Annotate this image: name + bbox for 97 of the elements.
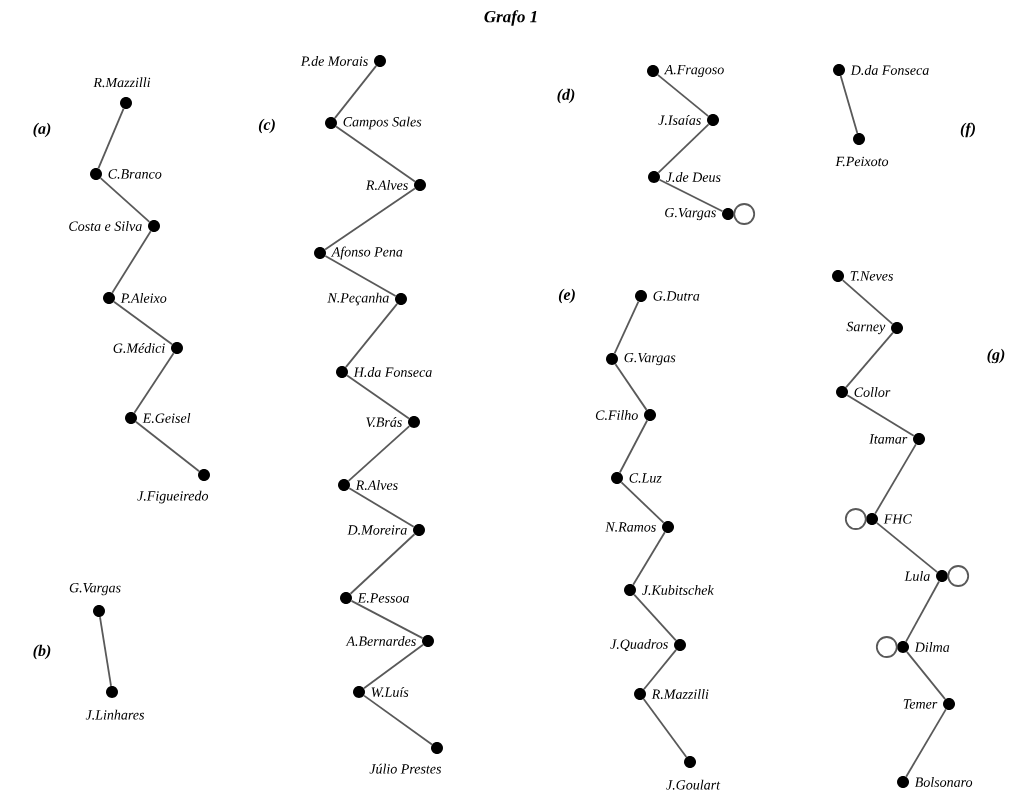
graph-edge [99, 177, 151, 223]
graph-edge [656, 74, 710, 117]
vertex-label: V.Brás [366, 417, 402, 427]
graph-edge [846, 394, 915, 437]
vertex-label: G.Vargas [69, 583, 121, 596]
graph-edge [614, 363, 648, 411]
vertex-label: Itamar [869, 434, 908, 444]
vertex-label: P.Aleixo [120, 293, 167, 303]
graph-edge [620, 481, 665, 524]
vertex-label: H.da Fonseca [353, 367, 432, 377]
graph-edge [99, 616, 112, 687]
vertex-label: J.Isaías [658, 115, 701, 125]
graph-edge [905, 580, 940, 643]
vertex-label: Sarney [846, 321, 886, 335]
vertex-label: Campos Sales [343, 116, 422, 130]
vertex-label: Costa e Silva [69, 221, 142, 231]
vertex-label: G.Vargas [624, 352, 676, 366]
vertex-label: G.Dutra [653, 291, 700, 301]
vertex-label: Collor [854, 387, 891, 397]
panel-label: (g) [987, 348, 1005, 364]
graph-edge [133, 352, 175, 414]
graph-edge [363, 694, 433, 746]
panel-label: (b) [33, 644, 51, 660]
vertex-label: R.Alves [365, 180, 408, 190]
vertex-label: T.Neves [850, 271, 893, 281]
graph-edge [113, 300, 173, 346]
graph-edge [324, 187, 416, 251]
graph-edge [349, 533, 416, 595]
vertex-label: F.Peixoto [835, 156, 889, 167]
vertex-label: J.Linhares [85, 709, 145, 720]
vertex-label: R.Mazzilli [651, 689, 709, 699]
vertex-label: E.Pessoa [357, 593, 409, 603]
panel-label: (f) [960, 122, 975, 138]
vertex-label: P.de Morais [300, 56, 368, 66]
panel-label: (a) [33, 122, 51, 138]
vertex-label: J.Figueiredo [137, 490, 209, 504]
vertex-label: Bolsonaro [914, 777, 973, 787]
vertex-label: G.Médici [113, 343, 165, 353]
vertex-label: N.Ramos [605, 522, 656, 532]
vertex-label: Dilma [914, 642, 950, 652]
graph-edge [658, 178, 724, 213]
vertex-label: Lula [904, 571, 930, 581]
vertex-label: J.Kubitschek [641, 585, 714, 595]
vertex-label: C.Filho [595, 410, 638, 420]
vertex-label: W.Luís [371, 687, 409, 697]
graph-edge [633, 593, 677, 642]
vertex-label: R.Mazzilli [93, 77, 151, 88]
graph-edge [111, 230, 152, 294]
graph-edge [346, 374, 410, 420]
title: Grafo 1 [484, 10, 537, 26]
graph-edge [350, 600, 424, 640]
graph-edge [642, 698, 688, 758]
graph-edge [874, 443, 917, 515]
vertex-label: J.Quadros [610, 639, 668, 651]
graph-edge [643, 648, 677, 691]
graph-edge [839, 75, 859, 134]
graph-edge [841, 279, 894, 325]
graph-edge [324, 255, 397, 297]
vertex-label: FHC [883, 514, 912, 524]
graph-edge [135, 420, 200, 473]
graph-edge [619, 419, 649, 474]
panel-label: (d) [557, 88, 575, 104]
graph-edge [733, 203, 756, 225]
graph-edge [657, 123, 710, 174]
vertex-label: N.Peçanha [327, 292, 389, 306]
graph-edge [905, 708, 947, 778]
graph-edge [345, 302, 398, 369]
graph-edge [613, 300, 640, 355]
graph-edge [333, 64, 378, 120]
graph-edge [845, 331, 894, 389]
vertex-label: C.Branco [108, 169, 162, 179]
graph-edge [348, 487, 415, 528]
graph-edge [97, 107, 125, 170]
graph-edge [363, 643, 424, 690]
vertex-label: J.de Deus [665, 172, 721, 182]
graph-edge [875, 636, 898, 658]
vertex-label: D.Moreira [347, 525, 407, 535]
vertex-label: G.Vargas [665, 207, 716, 221]
graph-edge [844, 508, 867, 530]
vertex-label: J.Goulart [666, 779, 721, 790]
vertex-label: R.Alves [355, 480, 398, 490]
graph-edge [906, 650, 946, 701]
vertex-label: A.Fragoso [663, 64, 724, 78]
panel-label: (e) [558, 288, 575, 304]
vertex-label: C.Luz [629, 473, 662, 483]
graph-edge [347, 425, 411, 482]
panel-label: (c) [258, 118, 275, 134]
vertex-label: Afonso Pena [330, 246, 403, 260]
vertex-label: A.Bernardes [345, 636, 416, 646]
vertex-label: E.Geisel [142, 413, 191, 423]
graph-edge [632, 531, 666, 586]
graph-edge [335, 125, 416, 183]
graph-edge [947, 565, 970, 587]
vertex-label: Temer [903, 699, 938, 709]
vertex-label: Júlio Prestes [369, 763, 442, 774]
graph-edge [875, 522, 939, 573]
vertex-label: D.da Fonseca [850, 65, 929, 75]
